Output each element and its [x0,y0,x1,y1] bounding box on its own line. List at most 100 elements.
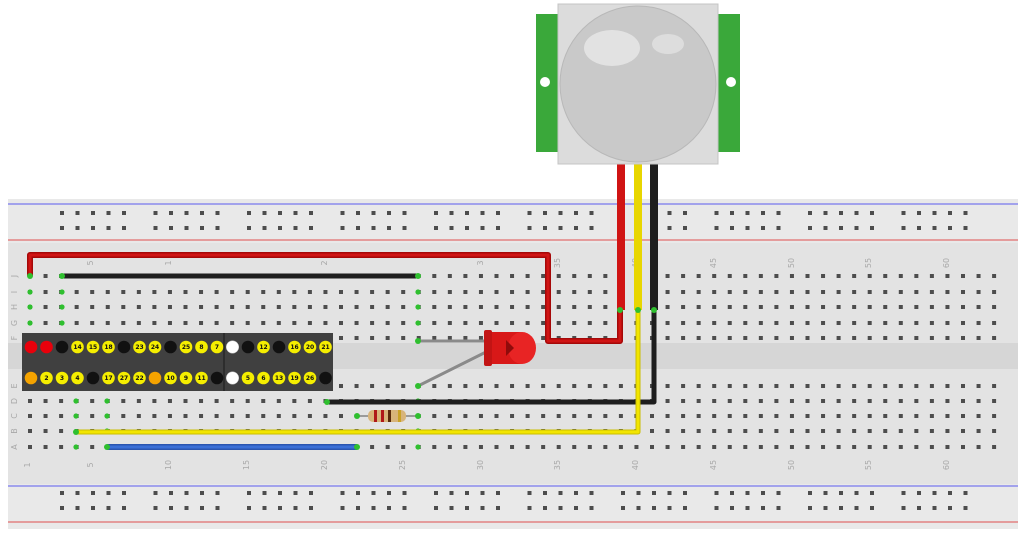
active-hole [27,289,33,295]
hole [556,305,561,309]
hole [587,274,592,278]
rail-hole [309,211,313,215]
header-pin [102,371,115,385]
hole [261,305,266,309]
column-label-top: 45 [709,258,718,268]
hole [494,290,499,294]
hole [214,321,219,325]
rail-hole [730,506,734,510]
hole [307,290,312,294]
row-label: A [10,444,19,450]
rail-hole [371,491,376,495]
hole [385,305,390,309]
hole [136,290,141,294]
rail-hole [480,211,485,215]
hole [743,414,748,418]
hole [821,399,826,403]
rail-hole [730,226,734,230]
hole [976,429,981,433]
hole [121,414,126,418]
hole [961,336,965,340]
hole [789,305,794,309]
header-pin-label: 6 [261,375,265,382]
hole [74,290,79,294]
hole [743,274,748,278]
header-pin [210,371,224,385]
rail-hole [169,226,173,230]
hole [463,321,468,325]
hole [852,414,857,418]
hole [945,336,950,340]
rail-hole [278,211,282,215]
active-hole [59,304,65,310]
hole [883,274,888,278]
active-hole [415,304,421,310]
connection-point [73,429,79,435]
rail-hole [839,226,843,230]
column-label-bottom: 35 [553,460,562,470]
rail-hole [683,211,687,215]
row-label: I [10,291,19,293]
hole [494,445,499,449]
hole [59,445,64,449]
hole [650,445,654,449]
header-pin-label: 23 [135,344,143,351]
rail-hole [122,226,126,230]
hole [572,445,577,449]
hole [789,414,794,418]
connection-point [635,307,641,313]
hole [929,399,934,403]
header-pin-label: 14 [73,344,81,351]
rail-hole [558,491,563,495]
header-pin [133,340,146,354]
hole [43,445,48,449]
hole [292,305,297,309]
hole [774,445,779,449]
hole [230,399,235,403]
hole [992,399,997,403]
hole [665,321,670,325]
hole [214,290,219,294]
hole [789,445,794,449]
rail-hole [200,226,204,230]
hole [43,399,48,403]
hole [121,290,126,294]
active-hole [73,398,79,404]
hole [494,305,499,309]
rail-hole [870,491,874,495]
hole [292,321,297,325]
hole [447,321,452,325]
header-pin [86,371,100,385]
hole [914,384,919,388]
hole [867,305,872,309]
hole [510,321,515,325]
rail-hole [854,211,859,215]
rail-hole [527,211,532,215]
connection-point [651,307,657,313]
column-label-bottom: 50 [787,460,796,470]
hole [183,305,188,309]
active-hole [73,444,79,450]
hole [478,321,483,325]
rail-hole [683,506,687,510]
hole [28,429,32,433]
header-pin-label: 19 [290,375,298,382]
hole [276,399,281,403]
hole [867,414,872,418]
hole [789,336,794,340]
hole [478,290,483,294]
hole [494,321,499,325]
header-pin-label: 8 [199,344,203,351]
hole [74,305,79,309]
header-pin [272,340,286,354]
rail-hole [901,211,906,215]
header-pin-label: 25 [182,344,190,351]
rail-hole [200,491,204,495]
column-label-bottom: 1 [23,462,32,467]
hole [961,429,965,433]
hole [805,445,810,449]
hole [805,305,810,309]
active-hole [104,413,110,419]
rail-hole [496,211,500,215]
